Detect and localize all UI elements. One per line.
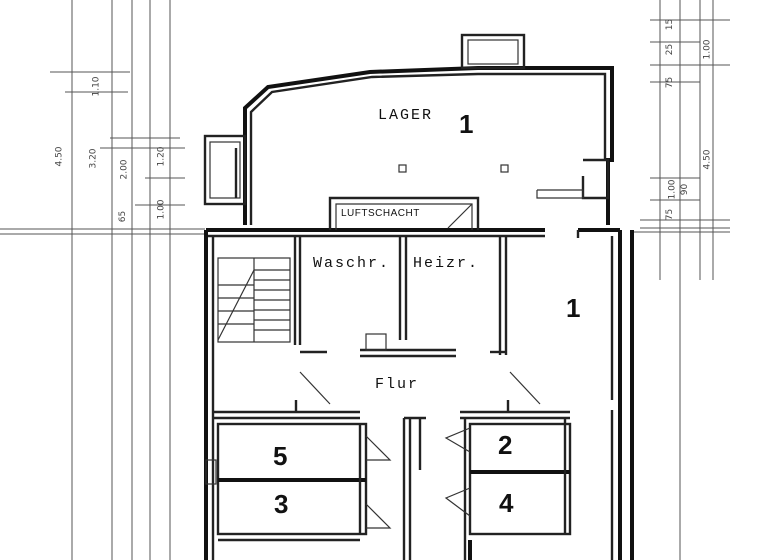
dim-right-h: 75 [665, 208, 676, 221]
unit-number-3: 3 [274, 489, 289, 519]
dim-right-b: 25 [665, 43, 676, 56]
unit-number-2: 2 [498, 430, 513, 460]
dim-right-g: 90 [680, 183, 691, 196]
label-lager: LAGER [378, 107, 434, 124]
dim-left-c: 1.20 [156, 146, 167, 167]
dim-left-b: 2.00 [119, 159, 130, 180]
dim-right-f: 1.00 [667, 179, 678, 200]
label-flur: Flur [375, 376, 420, 393]
label-heizraum: Heizr. [413, 255, 480, 272]
dim-right-e: 4.50 [702, 149, 713, 170]
dim-left-total: 4.50 [54, 146, 65, 167]
unit-number-5: 5 [273, 441, 288, 471]
dim-left-e: 65 [118, 210, 129, 223]
unit-number-4: 4 [499, 488, 514, 518]
interior-walls [205, 230, 580, 560]
label-waschraum: Waschr. [313, 255, 391, 272]
unit-number-lager: 1 [459, 109, 474, 139]
outer-walls [203, 33, 634, 560]
stair-treads [217, 269, 290, 341]
dim-right-a: 15 [665, 18, 676, 31]
right-dimension-lines [630, 0, 730, 560]
dim-left-d: 1.00 [156, 199, 167, 220]
dim-left-a: 3.20 [88, 148, 99, 169]
dim-left-top: 1.10 [91, 76, 102, 97]
unit-number-right-large: 1 [566, 293, 581, 323]
label-luftschacht: LUFTSCHACHT [341, 208, 420, 219]
left-dimension-lines [0, 0, 205, 560]
dim-right-d: 75 [665, 76, 676, 89]
dim-right-c: 1.00 [702, 39, 713, 60]
